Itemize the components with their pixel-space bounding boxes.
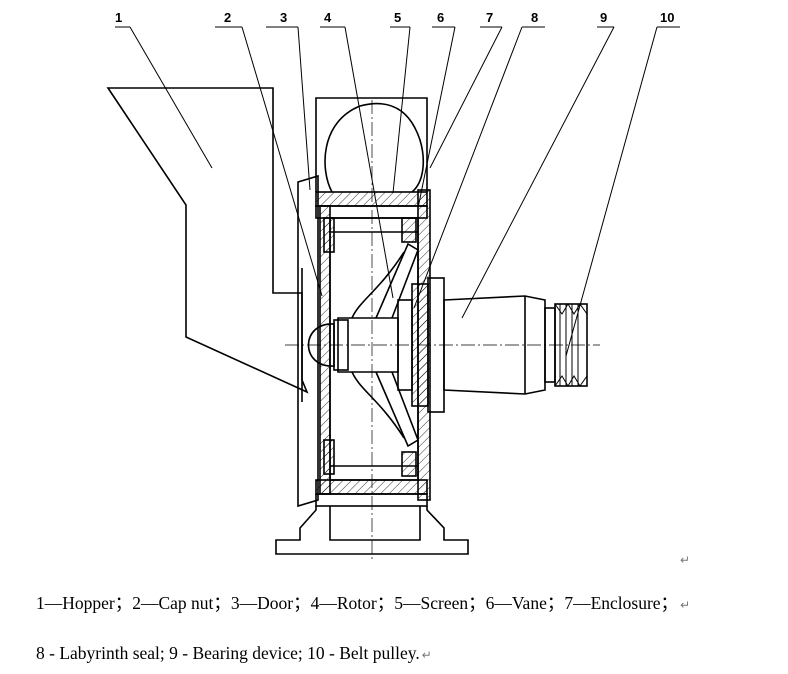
- callout-number: 3: [280, 10, 287, 25]
- enclosure-top: [315, 97, 428, 192]
- paragraph-mark: ↵: [421, 648, 432, 662]
- callout-number: 10: [660, 10, 674, 25]
- paragraph-mark: ↵: [680, 598, 691, 612]
- callout-number: 4: [324, 10, 332, 25]
- caption-text: 1—Hopper；2—Cap nut；3—Door；4—Rotor；5—Scre…: [36, 593, 679, 613]
- callout-number: 2: [224, 10, 231, 25]
- hopper: [106, 87, 309, 394]
- vane-upper: [375, 242, 419, 319]
- caption-line-1: 1—Hopper；2—Cap nut；3—Door；4—Rotor；5—Scre…: [36, 590, 690, 615]
- caption-line-2: 8 - Labyrinth seal; 9 - Bearing device; …: [36, 643, 432, 664]
- callout-number: 7: [486, 10, 493, 25]
- callout-number: 8: [531, 10, 538, 25]
- paragraph-mark: ↵: [680, 553, 691, 567]
- outline-geometry: [106, 26, 680, 560]
- belt-pulley: [554, 303, 588, 387]
- callout-number: 9: [600, 10, 607, 25]
- caption-text: 8 - Labyrinth seal; 9 - Bearing device; …: [36, 643, 420, 663]
- door: [297, 174, 319, 508]
- callout-number: 1: [115, 10, 122, 25]
- leader-lines: [115, 26, 680, 357]
- callout-number: 5: [394, 10, 401, 25]
- callout-number: 6: [437, 10, 444, 25]
- machine-cross-section-drawing: 1 2 3 4 5 6 7 8 9 10: [106, 10, 680, 560]
- base: [275, 506, 469, 555]
- vane-lower: [375, 371, 419, 448]
- cap-nut: [307, 323, 335, 367]
